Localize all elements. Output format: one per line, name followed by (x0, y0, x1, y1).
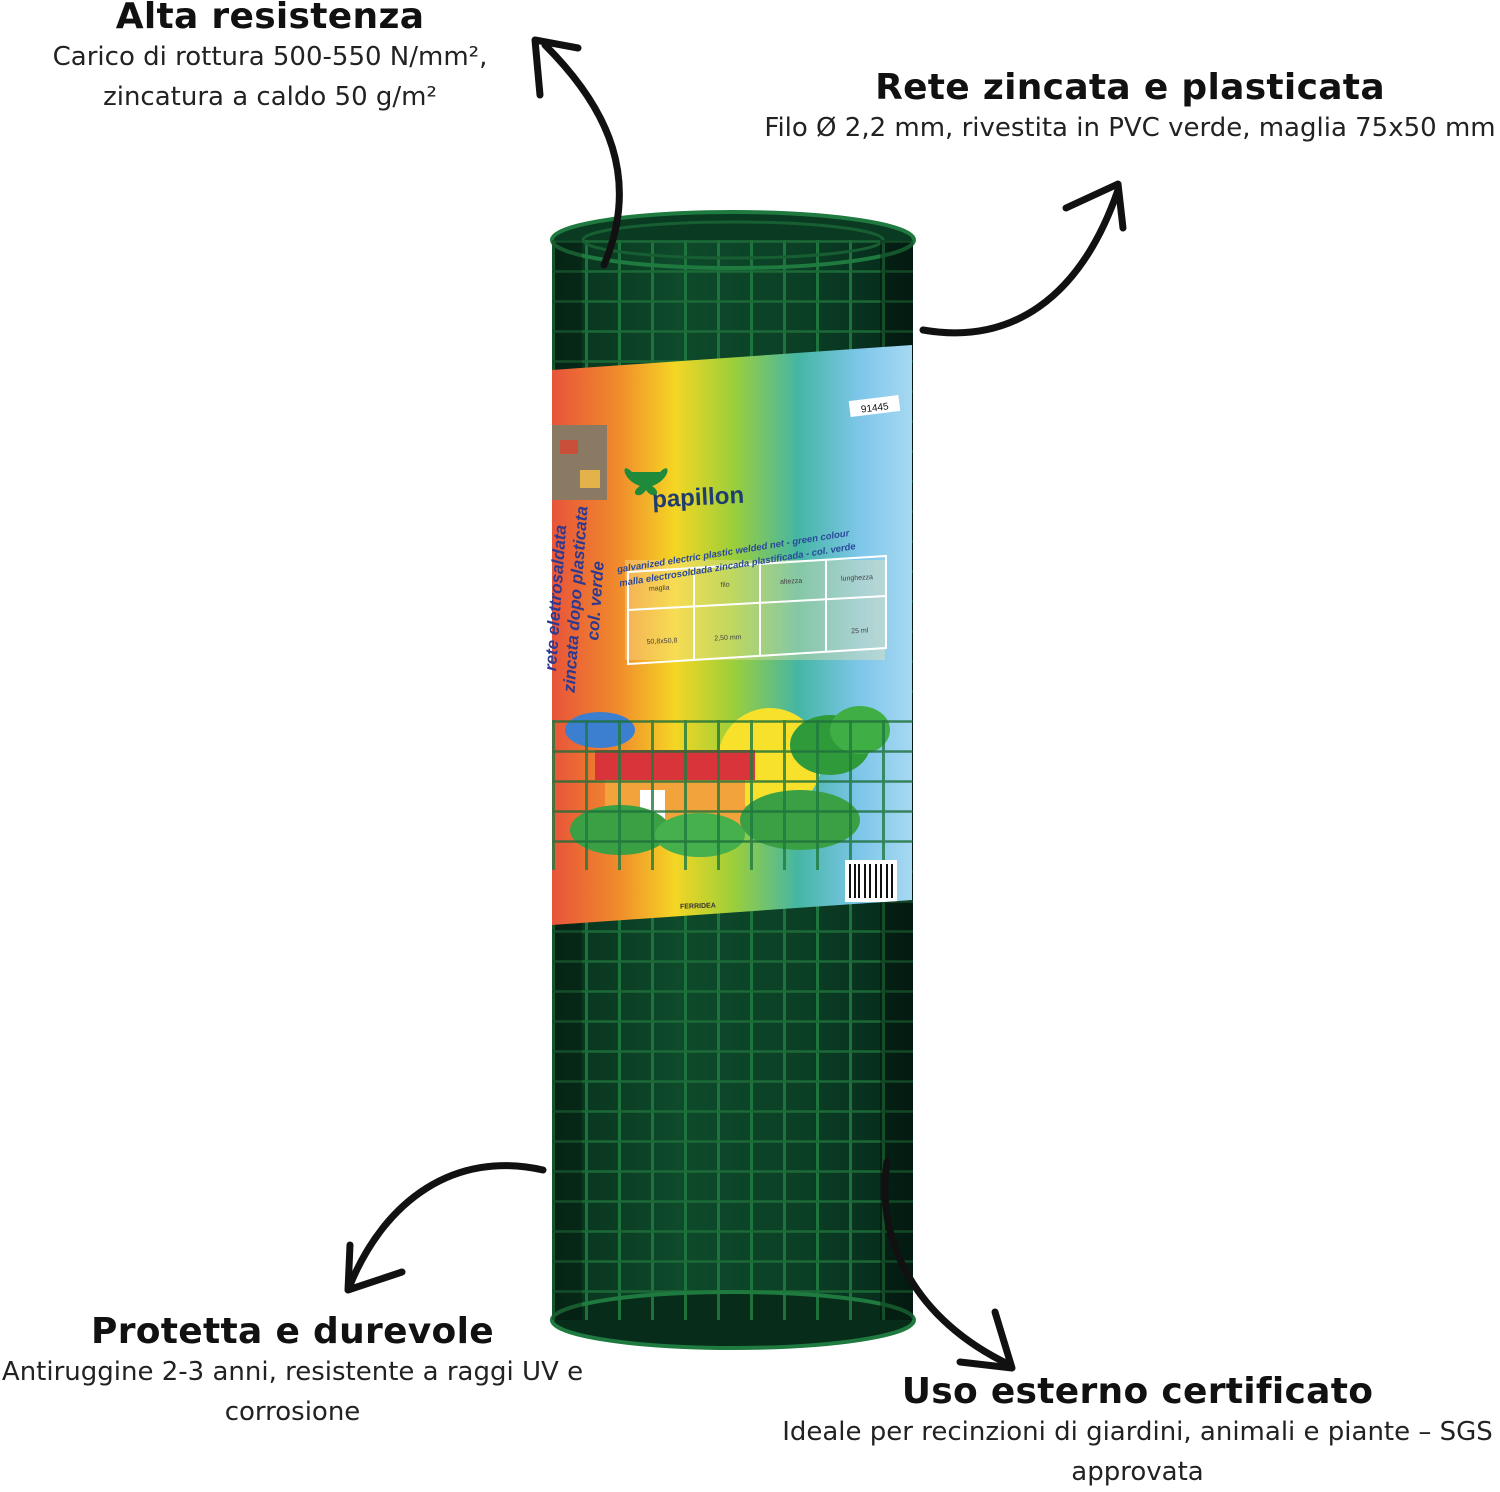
callout-desc-line1: Ideale per recinzioni di giardini, anima… (782, 1417, 1493, 1447)
table-value-4: 25 ml (851, 627, 869, 635)
table-header-3: altezza (780, 578, 803, 586)
callout-desc-line1: Carico di rottura 500-550 N/mm², (52, 42, 488, 72)
callout-galvanized-plastic: Rete zincata e plasticata Filo Ø 2,2 mm,… (760, 68, 1500, 148)
table-value-1: 50,8x50,8 (647, 637, 678, 646)
table-header-2: filo (721, 582, 730, 589)
table-header-4: lunghezza (841, 574, 873, 583)
callout-outdoor-certified: Uso esterno certificato Ideale per recin… (775, 1372, 1500, 1492)
spec-table (627, 554, 887, 666)
callout-high-resistance: Alta resistenza Carico di rottura 500-55… (30, 0, 510, 117)
barcode (845, 860, 897, 902)
table-value-2: 2,50 mm (714, 634, 742, 642)
brand-name: papillon (651, 482, 744, 514)
callout-title: Uso esterno certificato (901, 1371, 1374, 1412)
callout-title: Protetta e durevole (91, 1311, 494, 1352)
callout-title: Alta resistenza (115, 0, 425, 37)
product-label (552, 345, 912, 925)
product-code: 91445 (860, 401, 889, 415)
callout-desc-line2: corrosione (224, 1397, 361, 1427)
callout-desc-line2: approvata (1071, 1457, 1204, 1487)
callout-protected-durable: Protetta e durevole Antiruggine 2-3 anni… (0, 1312, 585, 1432)
callout-title: Rete zincata e plasticata (875, 67, 1385, 108)
distributor-name: FERRIDEA (680, 902, 716, 910)
callout-desc-line1: Antiruggine 2-3 anni, resistente a raggi… (1, 1357, 584, 1387)
butterfly-logo-icon (624, 468, 668, 496)
table-header-1: maglia (649, 585, 670, 593)
callout-desc-line2: zincatura a caldo 50 g/m² (103, 82, 437, 112)
callout-desc-line1: Filo Ø 2,2 mm, rivestita in PVC verde, m… (764, 113, 1496, 143)
